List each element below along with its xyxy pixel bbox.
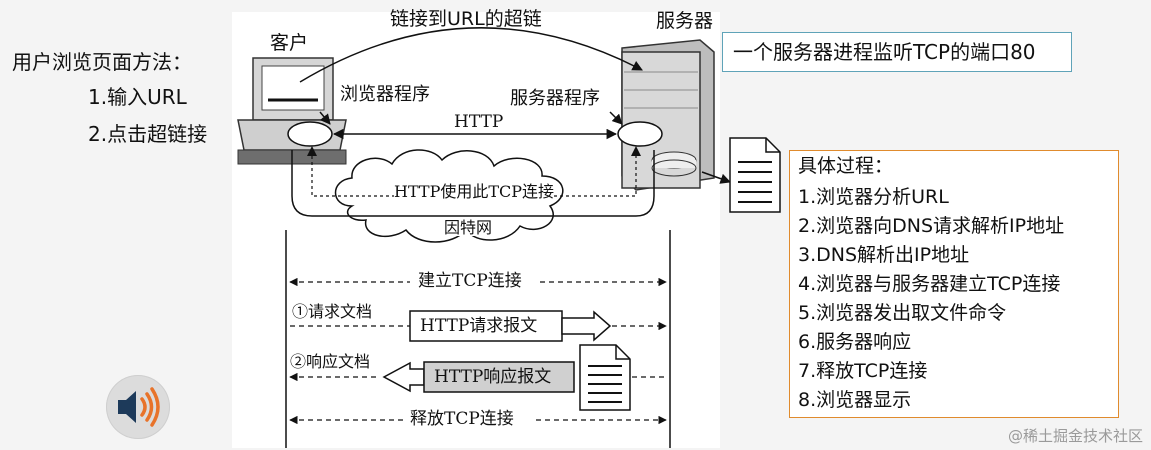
client-label: 客户 — [270, 32, 309, 54]
process-step: 7.释放TCP连接 — [798, 360, 928, 382]
request-document-label: ①请求文档 — [292, 302, 373, 321]
release-tcp-label: 释放TCP连接 — [410, 409, 514, 429]
watermark: @稀土掘金技术社区 — [1007, 427, 1143, 445]
http-request-message: HTTP请求报文 — [420, 316, 538, 336]
tcp-usage-label: HTTP使用此TCP连接 — [394, 182, 555, 201]
document-icon — [579, 344, 631, 411]
process-step: 3.DNS解析出IP地址 — [798, 244, 970, 266]
establish-tcp-label: 建立TCP连接 — [418, 271, 522, 291]
speaker-icon — [118, 387, 160, 427]
hyperlink-label: 链接到URL的超链 — [390, 8, 542, 30]
process-step: 8.浏览器显示 — [798, 389, 912, 411]
server-program-label: 服务器程序 — [510, 88, 600, 109]
method-item: 2.点击超链接 — [88, 122, 208, 146]
computer-icon — [237, 57, 347, 165]
process-title: 具体过程： — [798, 155, 894, 177]
process-step: 5.浏览器发出取文件命令 — [798, 302, 1007, 324]
internet-label: 因特网 — [444, 218, 493, 237]
port-info-text: 一个服务器进程监听TCP的端口80 — [733, 40, 1036, 64]
http-label: HTTP — [454, 112, 504, 132]
method-item: 1.输入URL — [88, 85, 187, 109]
server-label: 服务器 — [656, 10, 714, 32]
browser-program-label: 浏览器程序 — [340, 84, 430, 105]
port-info-box: 一个服务器进程监听TCP的端口80 — [722, 32, 1072, 72]
process-steps-box: 具体过程： 1.浏览器分析URL 2.浏览器向DNS请求解析IP地址 3.DNS… — [789, 150, 1119, 418]
speaker-button[interactable] — [106, 375, 170, 439]
http-response-message: HTTP响应报文 — [434, 367, 552, 387]
response-document-label: ②响应文档 — [290, 352, 371, 371]
methods-heading: 用户浏览页面方法： — [12, 50, 192, 74]
process-step: 6.服务器响应 — [798, 331, 912, 353]
server-icon — [621, 39, 715, 191]
process-step: 4.浏览器与服务器建立TCP连接 — [798, 273, 1061, 295]
process-step: 2.浏览器向DNS请求解析IP地址 — [798, 215, 1065, 237]
process-step: 1.浏览器分析URL — [798, 186, 949, 208]
document-icon — [729, 137, 781, 213]
